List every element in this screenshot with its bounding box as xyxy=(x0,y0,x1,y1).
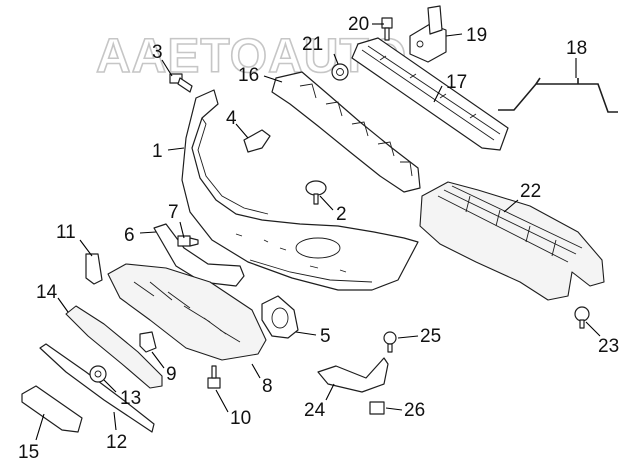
callout-12: 12 xyxy=(106,432,127,453)
callout-16: 16 xyxy=(238,65,259,86)
clip-nut-26 xyxy=(369,401,385,415)
callout-15: 15 xyxy=(18,442,39,463)
callout-4: 4 xyxy=(226,108,237,129)
callout-26: 26 xyxy=(404,400,425,421)
energy-absorber-16 xyxy=(271,71,421,193)
callout-18: 18 xyxy=(566,38,587,59)
license-bracket-15 xyxy=(21,385,83,433)
callout-labels: 1 2 3 4 5 6 7 8 9 10 11 12 13 14 15 16 1… xyxy=(18,14,619,463)
callout-11: 11 xyxy=(56,222,76,243)
callout-21: 21 xyxy=(302,34,323,55)
nut-13 xyxy=(89,365,107,383)
callout-19: 19 xyxy=(466,25,487,46)
undercover-8 xyxy=(107,263,267,361)
bolt-20 xyxy=(381,17,393,41)
callout-1: 1 xyxy=(152,141,163,162)
callout-10: 10 xyxy=(230,408,251,429)
callout-13: 13 xyxy=(120,388,141,409)
callout-20: 20 xyxy=(348,14,369,35)
callout-23: 23 xyxy=(598,336,619,357)
callout-17: 17 xyxy=(446,72,467,93)
grille-14 xyxy=(65,305,163,389)
molding-6 xyxy=(153,223,245,287)
callout-24: 24 xyxy=(304,400,326,421)
callout-22: 22 xyxy=(520,181,541,202)
clip-2 xyxy=(305,180,327,205)
leader-lines xyxy=(35,23,601,441)
callout-25: 25 xyxy=(420,326,441,347)
bumper-cover-1 xyxy=(181,89,419,291)
callout-8: 8 xyxy=(262,376,273,397)
bracket-24 xyxy=(317,357,389,393)
molding-12 xyxy=(39,343,155,433)
bumper-reinforcement-17 xyxy=(351,37,509,151)
callout-2: 2 xyxy=(336,204,347,225)
wire-bracket-18 xyxy=(498,77,618,113)
fog-lamp-cover-5 xyxy=(261,295,299,339)
bracket-19 xyxy=(409,5,447,63)
callout-7: 7 xyxy=(168,202,179,223)
callout-5: 5 xyxy=(320,326,331,347)
fastener-7 xyxy=(177,235,199,247)
callout-3: 3 xyxy=(152,42,163,63)
air-deflector-22 xyxy=(419,181,605,301)
clip-9 xyxy=(139,331,157,353)
callout-6: 6 xyxy=(124,225,135,246)
bracket-4 xyxy=(243,129,271,153)
screw-23 xyxy=(574,306,590,329)
callout-14: 14 xyxy=(36,282,58,303)
nut-21 xyxy=(331,63,349,81)
bracket-11 xyxy=(85,253,103,285)
screw-25 xyxy=(383,331,397,353)
bolt-3 xyxy=(169,73,193,93)
bolt-10 xyxy=(207,365,221,389)
callout-9: 9 xyxy=(166,364,177,385)
